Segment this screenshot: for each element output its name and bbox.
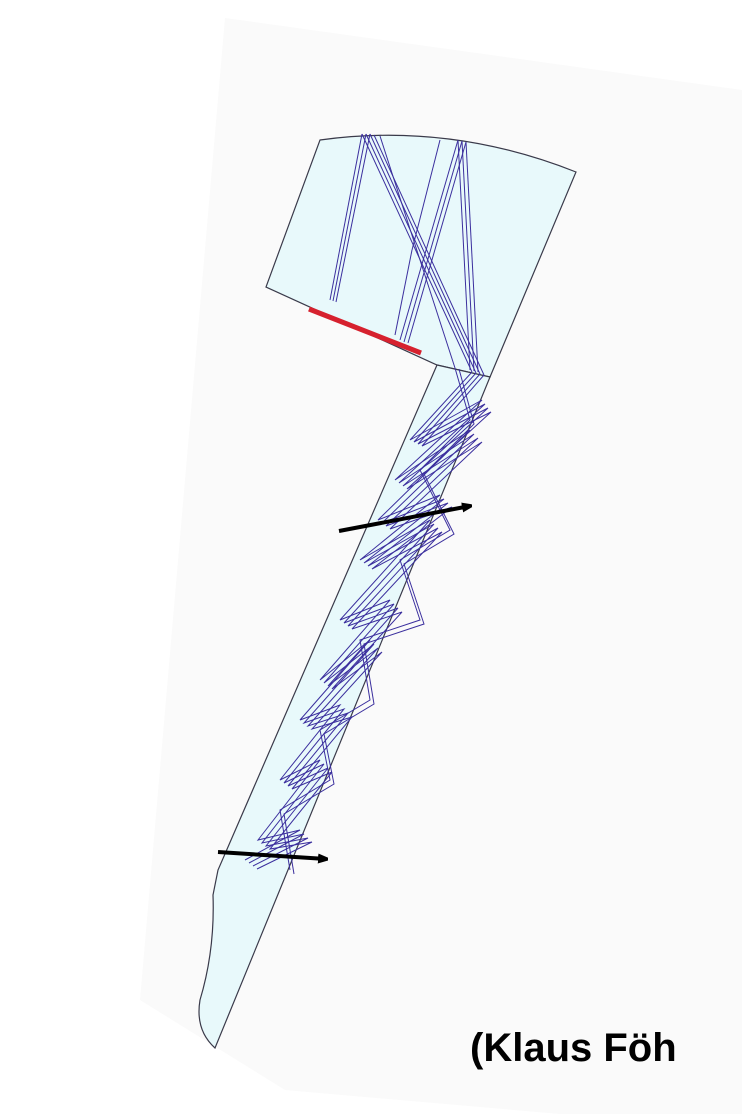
shaft-rays bbox=[244, 367, 492, 875]
head-rays bbox=[329, 133, 485, 376]
arrow-lower bbox=[217, 850, 326, 859]
arrow-upper bbox=[338, 506, 470, 533]
highlight-bar bbox=[308, 306, 422, 356]
credit-text: (Klaus Föh bbox=[470, 1026, 677, 1070]
shaft-section bbox=[198, 364, 491, 1050]
